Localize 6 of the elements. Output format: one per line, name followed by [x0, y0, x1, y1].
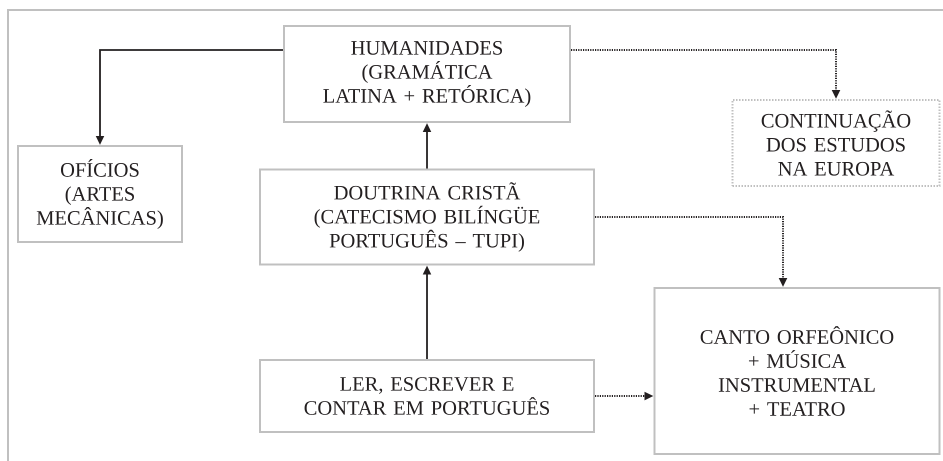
text-box: OFÍCIOS (ARTES MECÂNICAS) [17, 145, 183, 243]
text-box: HUMANIDADES (GRAMÁTICA LATINA + RETÓRICA) [283, 25, 571, 123]
text-box: CONTINUAÇÃO DOS ESTUDOS NA EUROPA [732, 99, 940, 187]
text-box: LER, ESCREVER E CONTAR EM PORTUGUÊS [259, 359, 595, 433]
text-box: DOUTRINA CRISTÃ (CATECISMO BILÍNGÜE PORTUGUÊS – TUPI) [259, 168, 595, 266]
text-box: CANTO ORFEÔNICO + MÚSICA INSTRUMENTAL + TEATRO [654, 287, 940, 455]
